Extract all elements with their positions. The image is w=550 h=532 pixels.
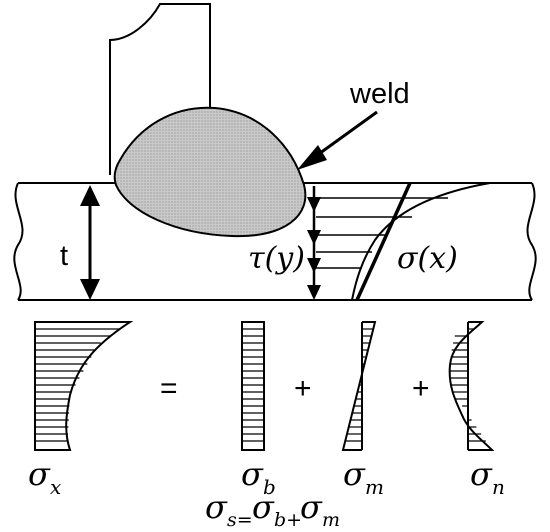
plus-sign-2: + bbox=[412, 372, 430, 405]
svg-text:s=: s= bbox=[227, 509, 253, 531]
weld-label: weld bbox=[349, 78, 410, 110]
svg-text:σ: σ bbox=[300, 488, 323, 526]
svg-text:σ: σ bbox=[28, 455, 51, 493]
svg-text:σ: σ bbox=[470, 455, 493, 493]
linear-stress-line bbox=[355, 182, 412, 301]
thickness-arrow-up-icon bbox=[80, 185, 100, 206]
stress-distribution-hatching bbox=[316, 197, 448, 269]
weld-leader-arrowhead bbox=[297, 145, 327, 170]
membrane-stress-diagram bbox=[241, 321, 265, 451]
sigma-x-curve-label: σ(x) bbox=[397, 241, 458, 276]
nonlinear-stress-curve bbox=[351, 182, 491, 301]
total-stress-diagram bbox=[34, 321, 134, 451]
svg-text:m: m bbox=[322, 509, 340, 531]
label-sigma-x: σ x bbox=[28, 455, 61, 499]
base-plate-left-break bbox=[13, 182, 24, 301]
attached-plate bbox=[109, 3, 211, 175]
svg-text:σ: σ bbox=[241, 455, 264, 493]
nonlinear-peak-stress-diagram bbox=[448, 321, 495, 451]
label-sigma-b: σ b bbox=[241, 455, 276, 499]
svg-text:σ: σ bbox=[343, 455, 366, 493]
svg-text:b: b bbox=[263, 475, 276, 499]
tau-label: τ(y) bbox=[248, 241, 305, 276]
weld-bead bbox=[113, 106, 307, 238]
svg-text:σ: σ bbox=[205, 488, 228, 526]
svg-text:m: m bbox=[365, 475, 384, 499]
svg-text:n: n bbox=[492, 475, 505, 499]
svg-text:x: x bbox=[50, 475, 61, 499]
svg-text:σ: σ bbox=[252, 488, 275, 526]
equals-sign: = bbox=[160, 372, 178, 405]
plus-sign-1: + bbox=[294, 372, 312, 405]
stress-sum-equation: σ s= σ b+ σ m bbox=[205, 488, 340, 531]
shear-arrow-icon bbox=[307, 258, 321, 273]
shear-arrow-icon bbox=[307, 197, 321, 212]
bending-stress-diagram bbox=[341, 321, 377, 451]
thickness-label: t bbox=[60, 240, 68, 272]
weld-leader-line bbox=[315, 110, 378, 158]
shear-stress-arrows bbox=[307, 186, 321, 300]
thickness-arrow-down-icon bbox=[80, 279, 100, 300]
base-plate-right-break bbox=[526, 182, 537, 301]
label-sigma-n: σ n bbox=[470, 455, 505, 499]
shear-arrow-icon bbox=[307, 230, 321, 245]
shear-arrow-icon bbox=[307, 285, 321, 300]
svg-text:b+: b+ bbox=[274, 509, 302, 531]
label-sigma-m: σ m bbox=[343, 455, 384, 499]
